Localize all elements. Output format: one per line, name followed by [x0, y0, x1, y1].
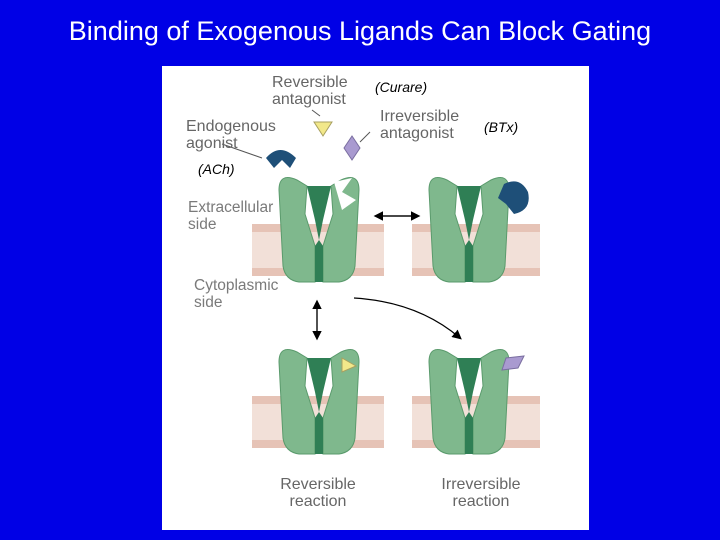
- btx-bound-diamond: [501, 355, 525, 371]
- slide-title: Binding of Exogenous Ligands Can Block G…: [68, 16, 652, 46]
- label-cytoplasmic-side: Cytoplasmic side: [194, 277, 279, 311]
- ligand-gating-figure: Reversible antagonist Irreversible antag…: [162, 66, 589, 530]
- channel-btx-bound: [428, 177, 510, 283]
- label-reversible-antagonist: Reversible antagonist: [272, 74, 348, 108]
- irreversible-antagonist-diamond: [343, 135, 361, 161]
- label-irreversible-reaction: Irreversible reaction: [441, 476, 521, 510]
- btx-bound-shape: [498, 181, 529, 214]
- channel-btx-irreversible: [428, 349, 510, 455]
- label-irreversible-antagonist: Irreversible antagonist: [380, 108, 460, 142]
- annotation-btx: (BTx): [484, 119, 519, 135]
- arrow-irreversible: [353, 297, 462, 340]
- pointer-agonist: [221, 143, 263, 159]
- figure-artwork: [221, 109, 540, 455]
- reversible-antagonist-triangle: [313, 121, 333, 137]
- curare-bound-triangle: [341, 357, 358, 373]
- channel-open-agonist-binding: [278, 177, 360, 283]
- agonist-ach-shape: [266, 150, 296, 168]
- annotation-curare: (Curare): [375, 79, 428, 95]
- label-extracellular-side: Extracellular side: [188, 199, 274, 233]
- pointer-irreversible: [359, 131, 371, 143]
- annotation-ach: (ACh): [198, 161, 235, 177]
- pointer-reversible: [311, 109, 321, 117]
- label-reversible-reaction: Reversible reaction: [280, 476, 356, 510]
- label-endogenous-agonist: Endogenous agonist: [186, 118, 276, 152]
